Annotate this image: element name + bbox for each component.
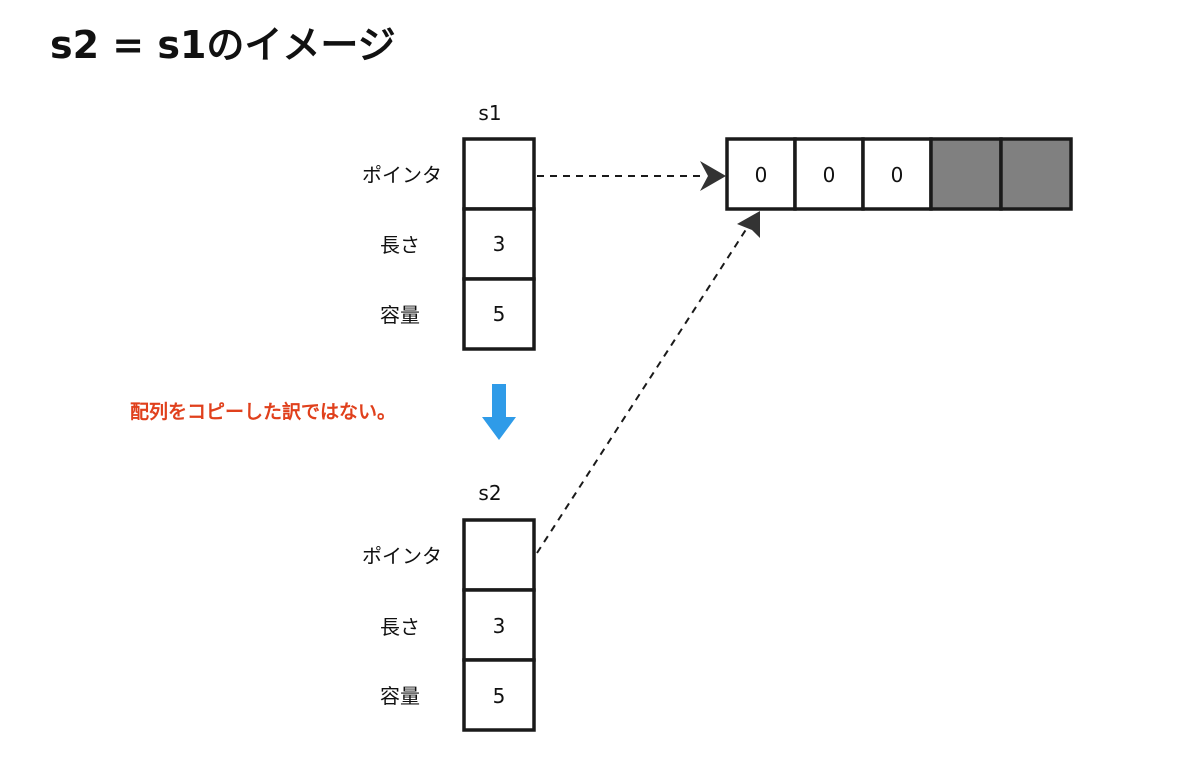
struct-s2-capacity-cell — [462, 658, 536, 732]
struct-s2-name: s2 — [478, 481, 501, 505]
pointer-connector-s2 — [536, 211, 760, 554]
struct-s1-capacity-cell — [462, 277, 536, 351]
array-cell-3 — [929, 137, 1003, 211]
struct-s1: s1 ポインタ 長さ 容量 3 5 — [362, 101, 536, 351]
arrowhead-s2-icon — [737, 211, 760, 238]
array-cell-2 — [861, 137, 933, 211]
struct-s2-capacity-value: 5 — [493, 684, 506, 708]
struct-s2-length-label: 長さ — [380, 615, 420, 639]
array-cell-value-2: 0 — [891, 163, 904, 187]
struct-s1-length-value: 3 — [493, 232, 506, 256]
struct-s1-name: s1 — [478, 101, 501, 125]
struct-s2-capacity-label: 容量 — [380, 684, 420, 708]
array-cell-value-1: 0 — [823, 163, 836, 187]
backing-array: 0 0 0 — [725, 137, 1073, 211]
struct-s1-capacity-label: 容量 — [380, 303, 420, 327]
struct-s2-pointer-cell — [462, 518, 536, 592]
flow-arrow — [482, 384, 516, 440]
array-cell-value-0: 0 — [755, 163, 768, 187]
note-text: 配列をコピーした訳ではない。 — [130, 400, 396, 423]
arrowhead-s1-icon — [700, 161, 726, 191]
array-cell-4 — [999, 137, 1073, 211]
arrow-down-icon — [482, 384, 516, 440]
struct-s1-capacity-value: 5 — [493, 302, 506, 326]
pointer-line-s2 — [536, 227, 748, 554]
array-cell-0 — [725, 137, 797, 211]
struct-s1-pointer-label: ポインタ — [362, 163, 442, 187]
page-title: s2 = s1のイメージ — [50, 23, 396, 67]
struct-s1-length-label: 長さ — [380, 233, 420, 257]
struct-s2: s2 ポインタ 長さ 容量 3 5 — [362, 481, 536, 732]
pointer-connector-s1 — [537, 161, 726, 191]
struct-s1-pointer-cell — [462, 137, 536, 211]
struct-s2-length-value: 3 — [493, 614, 506, 638]
struct-s2-pointer-label: ポインタ — [362, 544, 442, 568]
